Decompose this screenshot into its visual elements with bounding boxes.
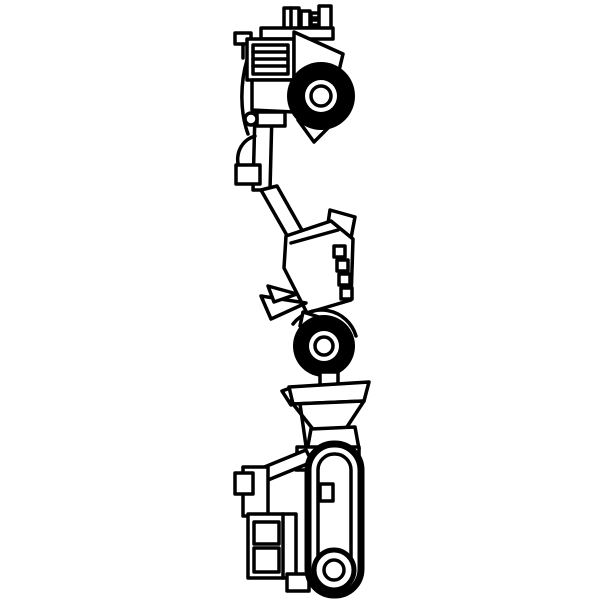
sub-frame <box>255 110 287 128</box>
scraper-bowl <box>259 208 357 321</box>
engine-accessory <box>233 471 255 496</box>
drum-detail-plate <box>318 482 335 503</box>
bowl-panel <box>339 286 354 301</box>
blade-tip <box>266 284 299 304</box>
bowl-panel <box>335 258 350 273</box>
mid-wheel <box>291 308 358 377</box>
air-precleaner <box>299 9 312 30</box>
mid-hub <box>313 335 335 357</box>
rear-hub <box>322 558 346 582</box>
bowl-panel <box>332 244 347 259</box>
gooseneck-hitch <box>234 58 305 241</box>
mid-fender-arc <box>291 308 358 338</box>
bowl-panel <box>337 272 352 287</box>
front-hub <box>309 84 333 108</box>
rear-drum <box>304 440 365 599</box>
pivot-pin <box>243 111 259 127</box>
front-wheel <box>287 62 355 130</box>
hitch-block <box>234 163 262 186</box>
cab-window-upper <box>252 520 281 546</box>
rear-hub-ring <box>311 547 357 593</box>
cab-window-lower <box>252 546 281 574</box>
bowl-top-edge <box>289 228 340 245</box>
ejector-hopper <box>280 370 371 448</box>
hopper-strut <box>298 402 308 448</box>
